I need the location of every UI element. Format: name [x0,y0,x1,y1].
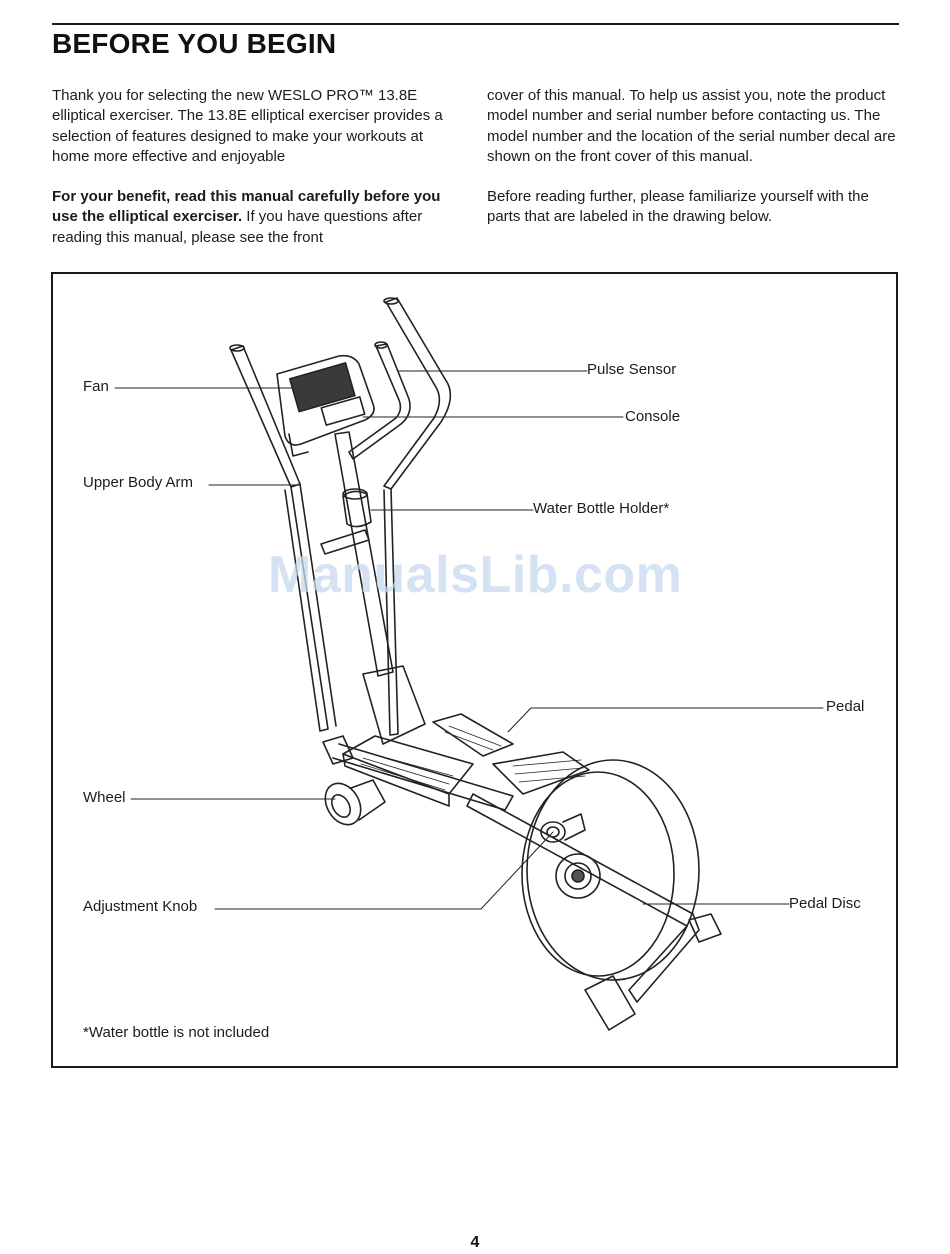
label-pedal: Pedal [826,698,865,715]
leader-lines [114,370,824,910]
top-rule [52,23,899,25]
intro-bold-notice: For your benefit, read this manual caref… [52,188,441,226]
label-upper-body-arm: Upper Body Arm [83,474,194,491]
label-console: Console [625,408,681,425]
intro-paragraph-1: Thank you for selecting the new WESLO PR… [52,87,443,165]
label-pulse-sensor: Pulse Sensor [587,361,677,378]
right-upper-body-arm [348,297,452,736]
elliptical-drawing [114,297,824,1031]
frame-base [466,793,722,1031]
intro-paragraph-2: For your benefit, read this manual caref… [52,187,464,248]
pedal-disc [521,759,700,981]
page-title: BEFORE YOU BEGIN [52,28,337,59]
right-pedal [432,713,514,757]
intro-left-column: Thank you for selecting the new WESLO PR… [52,86,464,268]
label-fan: Fan [83,378,109,395]
intro-right-column: cover of this manual. To help us assist … [487,86,899,248]
label-water-bottle-holder: Water Bottle Holder* [533,500,670,517]
intro-paragraph-3: cover of this manual. To help us assist … [487,87,896,165]
shroud-top [492,751,590,795]
intro-paragraph-2-rest: If you have questions after reading this… [52,208,423,246]
label-pedal-disc: Pedal Disc [789,895,861,912]
page-number: 4 [470,1234,480,1251]
mast [334,431,426,745]
wheel [324,779,386,826]
parts-diagram-box: Fan Pulse Sensor Console Upper Body Arm … [51,272,898,1068]
intro-paragraph-4: Before reading further, please familiari… [487,188,869,226]
left-pedal [342,735,474,807]
watermark: ManualsLib.com [268,546,683,604]
footnote: *Water bottle is not included [83,1024,270,1041]
label-wheel: Wheel [83,789,126,806]
water-bottle-holder [320,488,372,555]
label-adjustment-knob: Adjustment Knob [83,898,198,915]
left-upper-body-arm [229,344,337,732]
console [276,354,375,457]
